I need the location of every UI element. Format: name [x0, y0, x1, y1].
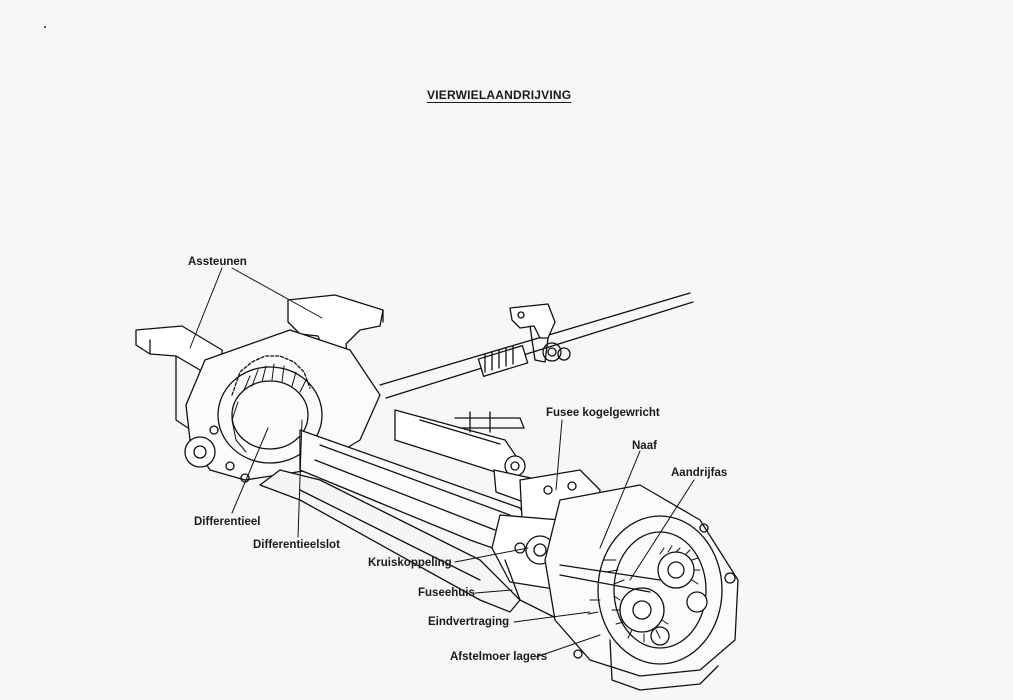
- inner-drive-shaft: [559, 564, 661, 593]
- planetary-gears: [587, 545, 701, 643]
- label-naaf: Naaf: [632, 440, 657, 452]
- leader-lines: [189, 267, 695, 658]
- label-eindvertraging: Eindvertraging: [428, 616, 510, 628]
- ring-gear: [231, 363, 307, 453]
- propeller-shaft: [379, 292, 694, 399]
- speck-mark: [44, 26, 46, 28]
- shaft-bracket: [509, 303, 556, 363]
- final-drive-hub: [544, 484, 739, 691]
- label-fuseehuis: Fuseehuis: [418, 587, 475, 599]
- label-assteunen: Assteunen: [188, 256, 247, 268]
- label-differentieelslot: Differentieelslot: [253, 539, 340, 551]
- label-afstelmoer-lagers: Afstelmoer lagers: [450, 651, 548, 663]
- label-differentieel: Differentieel: [194, 516, 261, 528]
- label-kruiskoppeling: Kruiskoppeling: [368, 557, 452, 569]
- label-fusee-kogelgewricht: Fusee kogelgewricht: [546, 407, 660, 419]
- label-aandrijfas: Aandrijfas: [671, 467, 728, 479]
- page-title: VIERWIELAANDRIJVING: [427, 88, 572, 102]
